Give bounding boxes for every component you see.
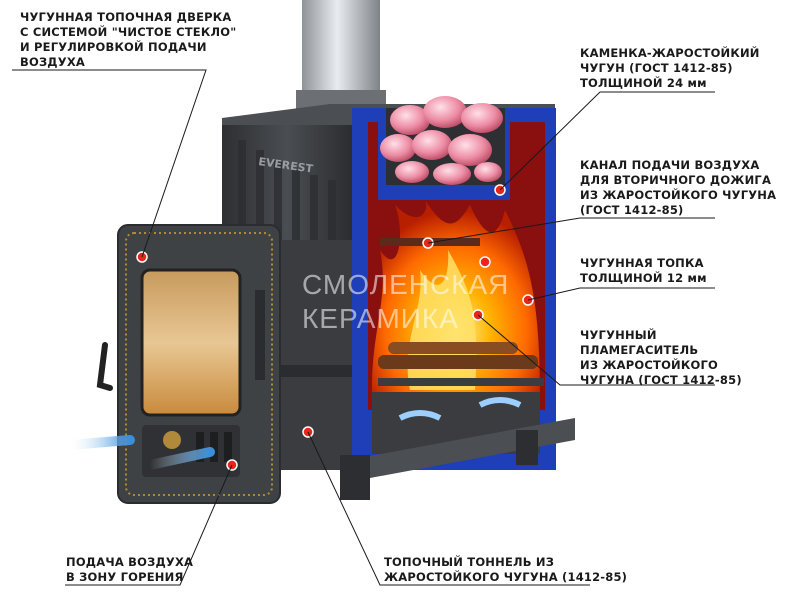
marker-firebox (479, 256, 491, 268)
label-line: ЧУГУНА (ГОСТ 1412-85) (580, 373, 742, 387)
label-stones: КАМЕНКА-ЖАРОСТОЙКИЙ ЧУГУН (ГОСТ 1412-85)… (580, 46, 760, 91)
leader-stones (499, 91, 715, 191)
leg (340, 455, 370, 500)
leader-air-channel (427, 217, 715, 244)
leader-door (12, 69, 207, 258)
label-door: ЧУГУННАЯ ТОПОЧНАЯ ДВЕРКА С СИСТЕМОЙ "ЧИС… (20, 10, 236, 70)
label-air-channel: КАНАЛ ПОДАЧИ ВОЗДУХА ДЛЯ ВТОРИЧНОГО ДОЖИ… (580, 158, 776, 218)
label-line: ЧУГУННАЯ ТОПОЧНАЯ ДВЕРКА (20, 10, 232, 24)
label-line: (ГОСТ 1412-85) (580, 203, 684, 217)
label-line: КАМЕНКА-ЖАРОСТОЙКИЙ (580, 46, 760, 60)
label-line: ТОЛЩИНОЙ 24 мм (580, 76, 707, 90)
label-line: ТОПОЧНЫЙ ТОННЕЛЬ ИЗ (384, 555, 555, 569)
label-flame-damper: ЧУГУННЫЙ ПЛАМЕГАСИТЕЛЬ ИЗ ЖАРОСТОЙКОГО Ч… (580, 328, 742, 388)
flame-damper (378, 378, 544, 386)
leader-firebox (527, 287, 715, 301)
label-line: ЧУГУННАЯ ТОПКА (580, 256, 704, 270)
label-air-supply: ПОДАЧА ВОЗДУХА В ЗОНУ ГОРЕНИЯ (66, 555, 193, 585)
label-line: ИЗ ЖАРОСТОЙКОГО (580, 358, 718, 372)
watermark: СМОЛЕНСКАЯ КЕРАМИКА (302, 268, 509, 336)
door-glass (140, 268, 242, 417)
label-line: ПЛАМЕГАСИТЕЛЬ (580, 343, 699, 357)
leader-air-supply (65, 464, 233, 586)
label-firebox: ЧУГУННАЯ ТОПКА ТОЛЩИНОЙ 12 мм (580, 256, 707, 286)
label-line: ЧУГУННЫЙ (580, 328, 657, 342)
firebox-tunnel (265, 240, 375, 470)
label-line: ВОЗДУХА (20, 55, 85, 69)
label-line: С СИСТЕМОЙ "ЧИСТОЕ СТЕКЛО" (20, 25, 237, 39)
air-arrow (65, 435, 135, 450)
label-line: КАНАЛ ПОДАЧИ ВОЗДУХА (580, 158, 760, 172)
door (96, 224, 281, 504)
label-line: ЖАРОСТОЙКОГО ЧУГУНА (1412-85) (384, 570, 628, 584)
label-line: В ЗОНУ ГОРЕНИЯ (66, 570, 184, 584)
label-line: ТОЛЩИНОЙ 12 мм (580, 271, 707, 285)
label-tunnel: ТОПОЧНЫЙ ТОННЕЛЬ ИЗ ЖАРОСТОЙКОГО ЧУГУНА … (384, 555, 627, 585)
label-line: И РЕГУЛИРОВКОЙ ПОДАЧИ (20, 40, 207, 54)
leader-damper (477, 314, 715, 386)
watermark-line: КЕРАМИКА (302, 303, 459, 334)
leg (516, 430, 538, 465)
label-line: ИЗ ЖАРОСТОЙКОГО ЧУГУНА (580, 188, 777, 202)
watermark-line: СМОЛЕНСКАЯ (302, 269, 510, 300)
label-line: ПОДАЧА ВОЗДУХА (66, 555, 194, 569)
leader-tunnel (307, 431, 590, 586)
label-line: ДЛЯ ВТОРИЧНОГО ДОЖИГА (580, 173, 772, 187)
stones (380, 96, 503, 185)
label-line: ЧУГУН (ГОСТ 1412-85) (580, 61, 733, 75)
air-arrow (145, 447, 215, 470)
chimney-pipe (302, 0, 380, 105)
